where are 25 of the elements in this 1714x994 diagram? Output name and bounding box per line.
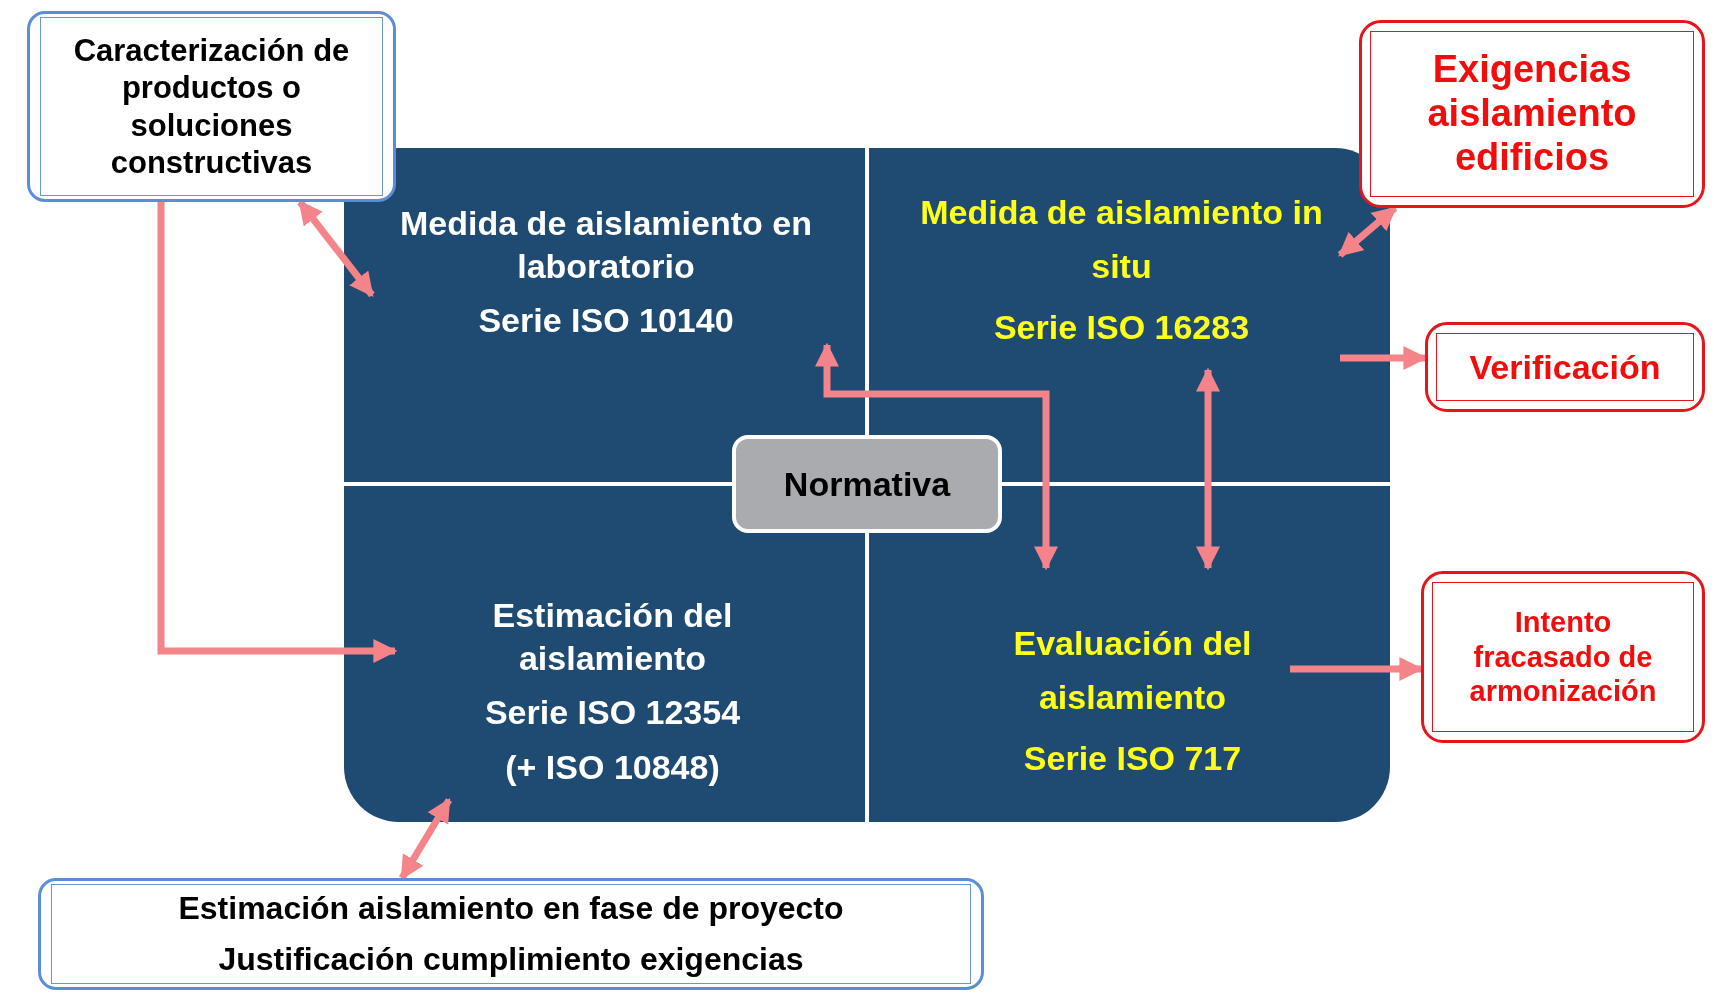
standard-reference: Serie ISO 10140 <box>478 300 734 341</box>
standard-reference: (+ ISO 10848) <box>505 746 720 788</box>
arrow <box>157 202 398 663</box>
box-text: Justificación cumplimiento exigencias <box>218 940 804 979</box>
standard-reference: Serie ISO 12354 <box>484 692 741 733</box>
quadrant-title: Evaluación del aislamiento <box>1012 623 1253 719</box>
quadrant-title: Estimación del aislamiento <box>491 595 734 679</box>
highlight-box <box>1421 571 1705 743</box>
arrow <box>815 342 1058 571</box>
badge-text: Normativa <box>783 463 951 505</box>
box-text: Verificación <box>1469 346 1661 388</box>
highlight-box <box>1359 20 1705 208</box>
info-box <box>38 878 984 990</box>
highlight-box <box>1425 322 1705 412</box>
info-box <box>27 11 396 202</box>
quadrant-title: Medida de aislamiento en laboratorio <box>399 203 813 287</box>
box-text: Intento fracasado de armonización <box>1468 604 1658 710</box>
box-text: Exigencias aislamiento edificios <box>1426 48 1638 180</box>
box-text: Caracterización de productos o soluciones constructivas <box>72 32 351 181</box>
standard-reference: Serie ISO 717 <box>1023 737 1242 779</box>
quadrant-title: Medida de aislamiento in situ <box>919 192 1324 288</box>
box-text: Estimación aislamiento en fase de proyecto <box>178 888 844 928</box>
arrow <box>1196 367 1220 571</box>
standard-reference: Serie ISO 16283 <box>993 306 1250 348</box>
center-badge <box>732 435 1002 533</box>
